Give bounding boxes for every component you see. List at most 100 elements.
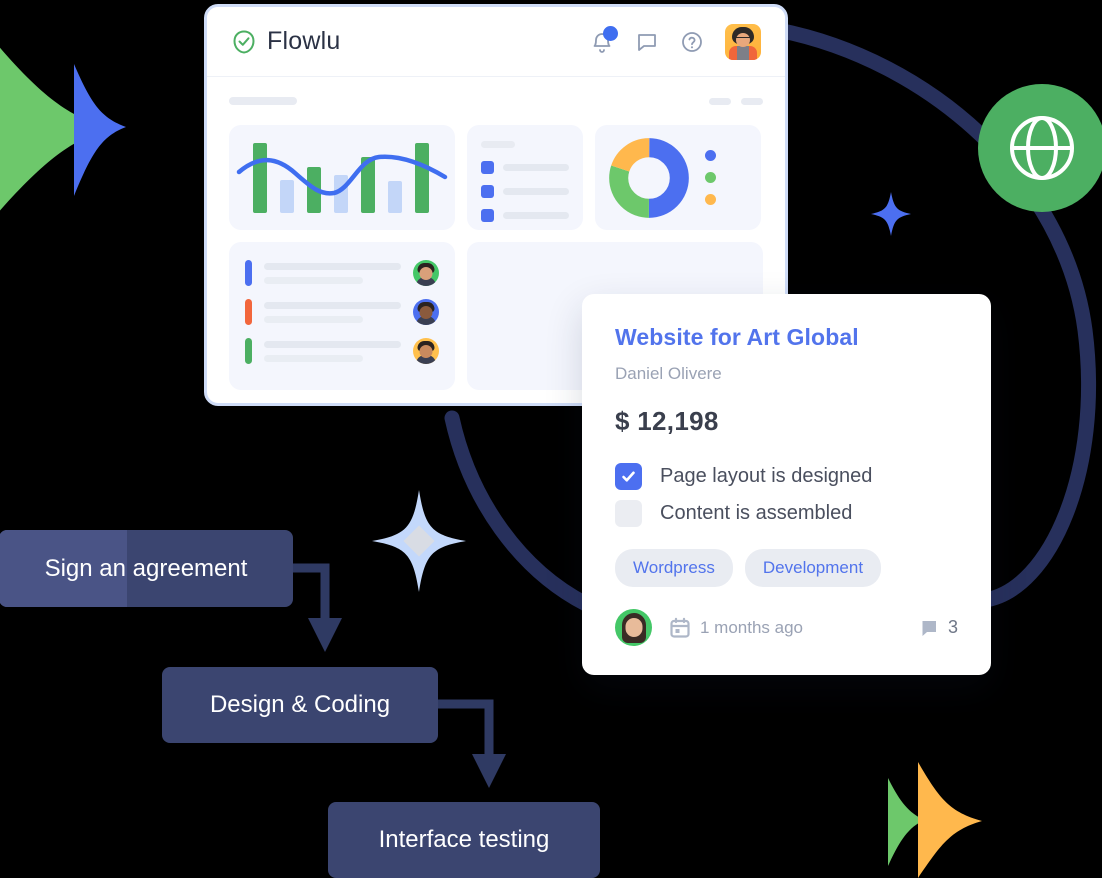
- app-header: Flowlu: [207, 7, 785, 77]
- toolbar-actions: [709, 97, 763, 105]
- task-accent: [245, 338, 252, 364]
- arrow-right-icon: [918, 762, 982, 878]
- bar-chart-widget[interactable]: [229, 125, 455, 230]
- bar: [253, 143, 267, 213]
- task-line: [264, 354, 363, 362]
- avatar-glasses: [736, 36, 750, 41]
- donut-slice-blue: [609, 137, 689, 218]
- avatar-face: [736, 32, 750, 47]
- list-text-placeholder: [503, 212, 569, 219]
- toolbar-row: [229, 91, 763, 111]
- task-line: [264, 315, 363, 323]
- list-widget[interactable]: [467, 125, 583, 230]
- deal-owner: Daniel Olivere: [615, 364, 722, 383]
- deal-title[interactable]: Website for Art Global: [615, 324, 859, 350]
- check-icon: [622, 471, 635, 482]
- comment-icon: [919, 620, 936, 636]
- flow-step-label: Design & Coding: [209, 691, 391, 718]
- avatar[interactable]: [413, 260, 439, 286]
- flow-step-label: Sign an agreement: [44, 554, 248, 582]
- deal-amount: $ 12,198: [615, 406, 719, 436]
- tag[interactable]: Wordpress: [615, 549, 733, 587]
- list-item[interactable]: [481, 161, 569, 174]
- calendar-icon: [670, 617, 690, 638]
- toolbar-action-placeholder[interactable]: [741, 97, 763, 105]
- legend-dot-blue: [705, 150, 716, 161]
- task-accent: [245, 260, 252, 286]
- date-group: 1 months ago: [669, 617, 803, 639]
- toolbar-action-placeholder[interactable]: [709, 97, 731, 105]
- task-text: [264, 262, 401, 284]
- table-row[interactable]: [245, 299, 439, 325]
- table-row[interactable]: [245, 260, 439, 286]
- flow-step-label: Interface testing: [378, 826, 550, 853]
- avatar-face: [419, 267, 433, 280]
- flow-connector-2: [438, 699, 494, 756]
- flow-step-sign-an-agreement[interactable]: Sign an agreement: [0, 530, 293, 607]
- donut-chart: [609, 137, 689, 218]
- donut-chart-widget[interactable]: [595, 125, 761, 230]
- four-point-star-icon: [871, 192, 911, 236]
- list-text-placeholder: [503, 164, 569, 171]
- avatar-face: [419, 345, 433, 358]
- checklist-label: Content is assembled: [660, 502, 853, 524]
- table-row[interactable]: [245, 338, 439, 364]
- flow-arrowhead-2: [472, 754, 506, 788]
- user-avatar[interactable]: [725, 23, 761, 60]
- checkbox-checked[interactable]: [615, 463, 642, 490]
- star-center: [403, 525, 435, 557]
- avatar-body: [416, 355, 436, 364]
- shield-check-icon: [233, 29, 255, 54]
- toolbar-placeholder: [229, 97, 297, 105]
- checklist-item[interactable]: Content is assembled: [615, 500, 958, 527]
- legend-dot-green: [705, 172, 716, 183]
- bar: [361, 157, 375, 213]
- avatar-shirt: [737, 45, 749, 60]
- flow-step-design-and-coding[interactable]: Design & Coding: [162, 667, 438, 743]
- avatar-body: [416, 316, 436, 325]
- comment-group[interactable]: 3: [917, 617, 958, 639]
- flow-arrowhead-1: [308, 618, 342, 652]
- help-circle-icon[interactable]: [680, 30, 704, 54]
- bell-icon[interactable]: [590, 25, 618, 54]
- arrow-right-icon: [888, 778, 924, 866]
- task-text: [264, 340, 401, 362]
- checklist-item[interactable]: Page layout is designed: [615, 463, 958, 490]
- checklist: Page layout is designed Content is assem…: [615, 463, 958, 527]
- task-list-widget[interactable]: [229, 242, 455, 390]
- donut-slice-green: [609, 137, 689, 218]
- flow-step-interface-testing[interactable]: Interface testing: [328, 802, 600, 878]
- deal-card[interactable]: Website for Art Global Daniel Olivere $ …: [582, 294, 991, 675]
- ring-arc-left: [444, 410, 594, 612]
- ring-arc-right: [770, 22, 1096, 608]
- comment-count: 3: [947, 617, 958, 637]
- bar: [280, 180, 294, 213]
- donut-legend: [705, 150, 716, 205]
- list-text-placeholder: [503, 188, 569, 195]
- task-accent: [245, 299, 252, 325]
- flow-connector-1: [293, 563, 330, 620]
- notification-dot: [603, 25, 618, 41]
- avatar-face: [625, 618, 642, 637]
- list-item[interactable]: [481, 209, 569, 222]
- widget-row-top: [229, 125, 763, 230]
- list-item[interactable]: [481, 185, 569, 198]
- date-text: 1 months ago: [700, 617, 804, 637]
- arrow-right-icon: [74, 64, 126, 196]
- donut-slice-orange: [609, 137, 689, 218]
- tag[interactable]: Development: [744, 549, 882, 587]
- tag-list: Wordpress Development: [615, 549, 958, 587]
- avatar[interactable]: [413, 338, 439, 364]
- arrow-right-icon: [0, 47, 110, 211]
- chat-bubble-icon[interactable]: [635, 30, 659, 54]
- avatar[interactable]: [413, 299, 439, 325]
- task-line: [264, 340, 401, 348]
- brand[interactable]: Flowlu: [231, 27, 340, 56]
- list-bullet: [481, 161, 494, 174]
- bar-chart: [236, 143, 448, 213]
- legend-dot-orange: [705, 194, 716, 205]
- checkbox-unchecked[interactable]: [615, 500, 642, 527]
- avatar[interactable]: [615, 609, 652, 646]
- deal-footer: 1 months ago 3: [615, 609, 958, 646]
